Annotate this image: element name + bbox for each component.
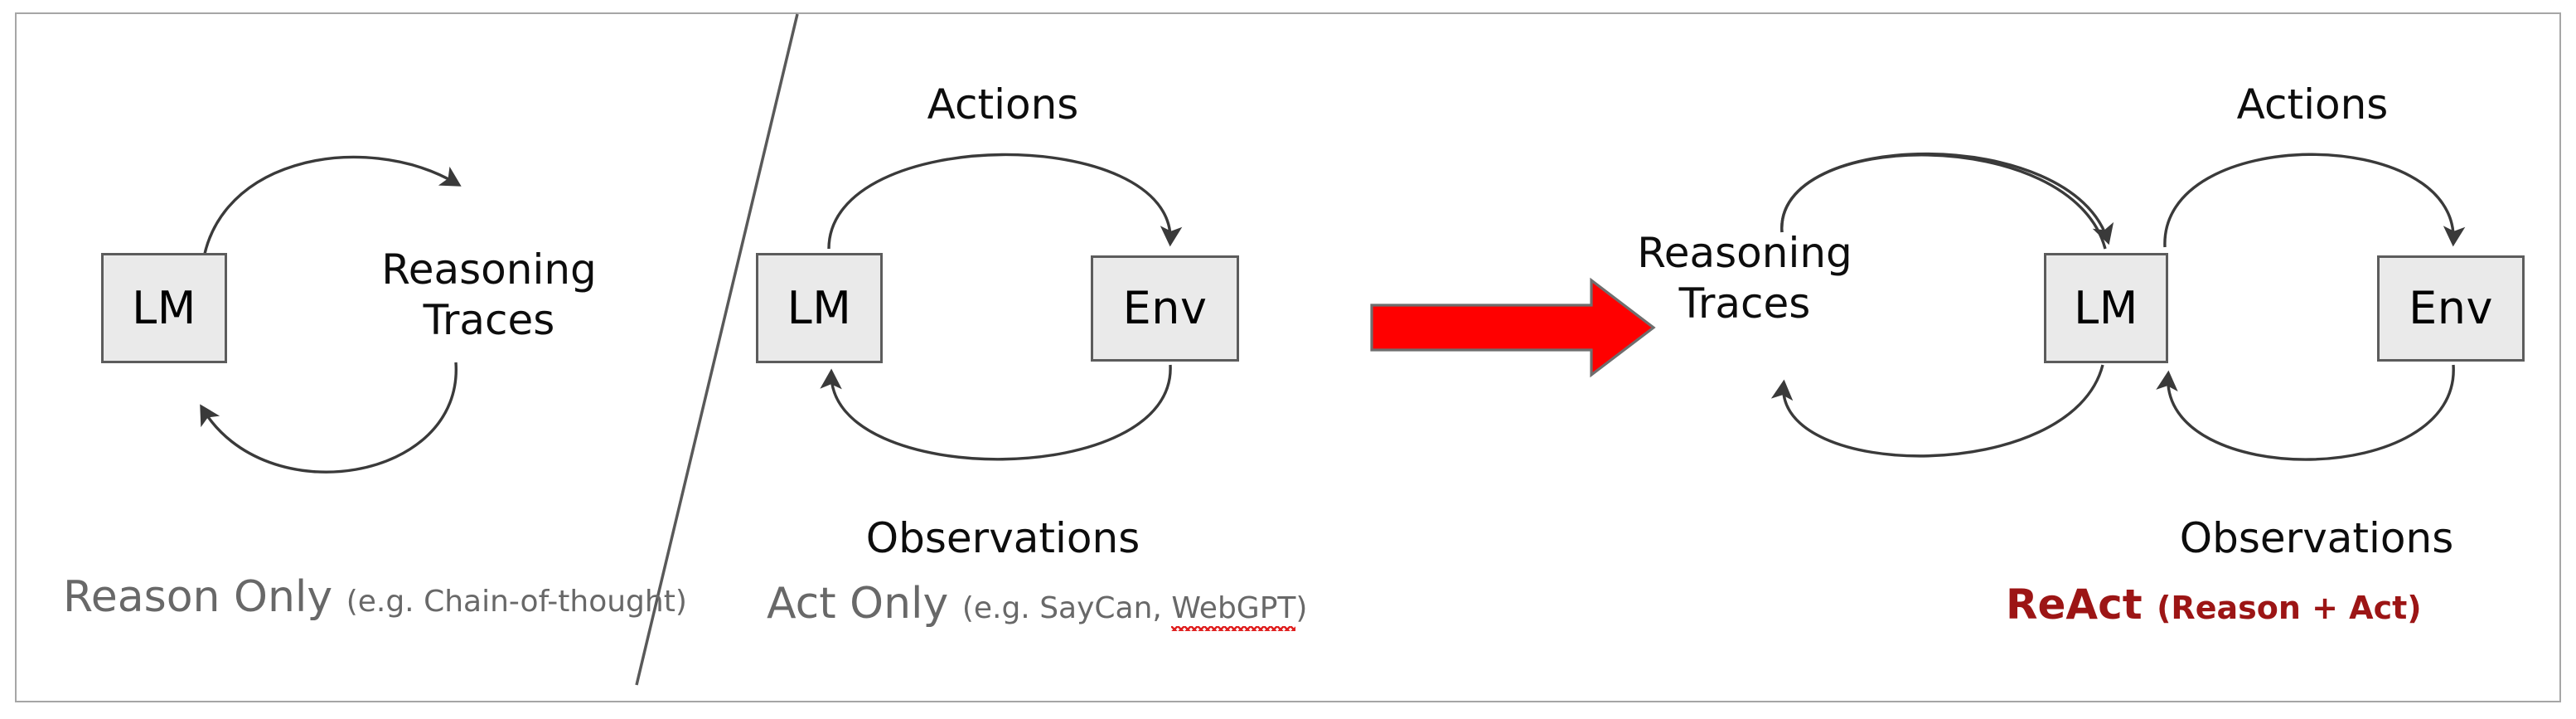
edge-label-line-2: Traces: [423, 296, 555, 344]
node-env-act-only: Env: [1091, 255, 1239, 362]
node-label-lm: LM: [2074, 281, 2138, 334]
caption-sub-act-only-misspelled: WebGPT: [1171, 591, 1296, 631]
node-label-lm: LM: [787, 281, 852, 334]
node-label-env: Env: [2409, 282, 2493, 334]
node-env-react: Env: [2377, 255, 2525, 362]
node-label-env: Env: [1122, 282, 1208, 334]
node-lm-reason-only: LM: [101, 253, 227, 363]
caption-sub-act-only-prefix: (e.g. SayCan,: [961, 591, 1172, 625]
react-edge-label-reasoning-traces: Reasoning Traces: [1620, 228, 1869, 329]
caption-react: ReAct (Reason + Act): [2006, 581, 2422, 629]
react-edge-label-observations: Observations: [2167, 513, 2466, 565]
caption-reason-only: Reason Only (e.g. Chain-of-thought): [63, 572, 687, 622]
caption-act-only: Act Only (e.g. SayCan, WebGPT): [767, 579, 1308, 631]
edge-label-line-1: Observations: [2179, 514, 2454, 562]
node-lm-act-only: LM: [756, 253, 883, 363]
caption-sub-react: (Reason + Act): [2157, 590, 2422, 626]
caption-main-react: ReAct: [2006, 581, 2157, 629]
caption-main-reason-only: Reason Only: [63, 572, 346, 622]
edge-label-line-1: Reasoning: [381, 245, 597, 294]
caption-main-act-only: Act Only: [767, 579, 962, 629]
edge-label-reasoning-traces: Reasoning Traces: [365, 245, 613, 346]
edge-label-line-1: Observations: [865, 514, 1140, 562]
edge-label-observations: Observations: [854, 513, 1152, 565]
edge-label-line-1: Actions: [927, 80, 1079, 129]
react-edge-label-actions: Actions: [2180, 79, 2445, 131]
edge-label-line-1: Reasoning: [1637, 229, 1852, 277]
edge-label-line-2: Traces: [1678, 279, 1811, 328]
edge-label-actions: Actions: [870, 79, 1135, 131]
node-lm-react: LM: [2044, 253, 2168, 363]
caption-sub-reason-only: (e.g. Chain-of-thought): [346, 585, 687, 619]
figure-frame: [15, 12, 2561, 702]
caption-sub-act-only-suffix: ): [1295, 591, 1308, 625]
edge-label-line-1: Actions: [2236, 80, 2389, 129]
node-label-lm: LM: [132, 281, 196, 334]
